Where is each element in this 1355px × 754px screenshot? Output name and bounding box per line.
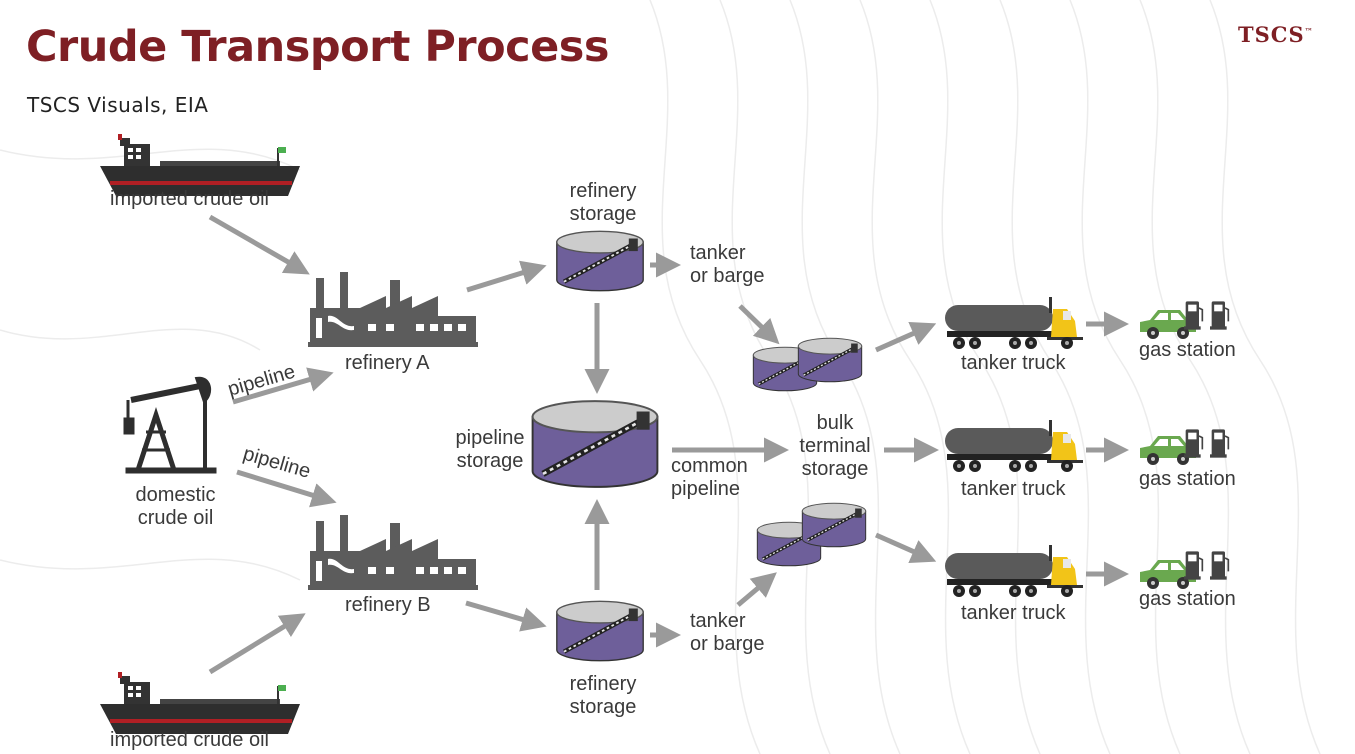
page-subtitle: TSCS Visuals, EIA (27, 93, 209, 117)
tanker-barge-bottom-line-2: or barge (690, 633, 765, 655)
arrow-icon (236, 469, 337, 508)
oil-tanker-ship-icon (100, 672, 300, 735)
domestic-crude-line-1: domestic (135, 484, 216, 506)
tanker-truck-label-1: tanker truck (961, 352, 1066, 374)
tanker-truck-label-3: tanker truck (961, 602, 1066, 624)
bulk-terminal-storage-label: bulk terminal storage (785, 412, 885, 481)
fuel-pump-icon (1184, 428, 1204, 458)
oil-tanker-ship-icon (100, 134, 300, 197)
page-title: Crude Transport Process (26, 22, 609, 72)
imported-crude-top-label: imported crude oil (110, 188, 269, 210)
tanker-truck-icon (945, 297, 1083, 349)
storage-tank-icon (533, 401, 658, 487)
bulk-terminal-line-2: terminal (799, 435, 871, 457)
arrow-icon (465, 600, 547, 632)
refinery-b-label: refinery B (345, 594, 431, 616)
domestic-crude-line-2: crude oil (137, 507, 214, 529)
flow-arrows (208, 214, 1129, 675)
gas-station-label-2: gas station (1139, 468, 1236, 490)
common-pipeline-line-2: pipeline (671, 478, 740, 500)
topographic-background (0, 0, 1321, 754)
refinery-storage-top-label: refinery storage (548, 180, 658, 226)
tanker-barge-top-line-1: tanker (690, 242, 746, 264)
tanker-barge-top-label: tanker or barge (690, 242, 765, 288)
fuel-pump-icon (1210, 300, 1230, 330)
storage-tank-icon (557, 231, 643, 290)
arrow-icon (208, 214, 310, 275)
arrow-icon (208, 613, 306, 675)
brand-name: TSCS (1238, 22, 1305, 47)
arrow-icon (466, 260, 547, 293)
gas-station-label-3: gas station (1139, 588, 1236, 610)
arrow-icon (738, 304, 780, 345)
arrow-icon (874, 322, 937, 353)
tanker-truck-label-2: tanker truck (961, 478, 1066, 500)
storage-tank-icon (557, 601, 643, 660)
refinery-a-label: refinery A (345, 352, 430, 374)
tanker-barge-top-line-2: or barge (690, 265, 765, 287)
imported-crude-bottom-label: imported crude oil (110, 729, 269, 751)
storage-tank-icon (797, 336, 863, 384)
common-pipeline-label: common pipeline (671, 455, 748, 501)
tanker-barge-bottom-label: tanker or barge (690, 610, 765, 656)
arrow-icon (232, 367, 334, 405)
refinery-factory-icon (308, 272, 478, 347)
refinery-factory-icon (308, 515, 478, 590)
refinery-storage-bottom-line-1: refinery (569, 673, 637, 695)
brand-trademark: ™ (1304, 26, 1313, 36)
oil-pumpjack-icon (123, 376, 217, 474)
pipeline-storage-line-1: pipeline (455, 427, 525, 449)
common-pipeline-line-1: common (671, 455, 748, 477)
tanker-barge-bottom-line-1: tanker (690, 610, 746, 632)
domestic-crude-label: domestic crude oil (118, 484, 233, 530)
pipeline-storage-label: pipeline storage (446, 427, 534, 473)
brand-logo: TSCS™ (1238, 22, 1313, 47)
arrow-icon (736, 572, 777, 607)
pipeline-storage-line-2: storage (456, 450, 524, 472)
refinery-storage-bottom-line-2: storage (569, 696, 637, 718)
fuel-pump-icon (1210, 550, 1230, 580)
fuel-pump-icon (1184, 550, 1204, 580)
refinery-storage-top-line-1: refinery (569, 180, 637, 202)
refinery-storage-top-line-2: storage (569, 203, 637, 225)
tanker-truck-icon (945, 545, 1083, 597)
tanker-truck-icon (945, 420, 1083, 472)
gas-station-label-1: gas station (1139, 339, 1236, 361)
fuel-pump-icon (1210, 428, 1230, 458)
bulk-terminal-line-3: storage (801, 458, 869, 480)
fuel-pump-icon (1184, 300, 1204, 330)
storage-tank-icon (801, 501, 867, 549)
bulk-terminal-line-1: bulk (816, 412, 854, 434)
arrow-icon (874, 532, 937, 563)
refinery-storage-bottom-label: refinery storage (548, 673, 658, 719)
